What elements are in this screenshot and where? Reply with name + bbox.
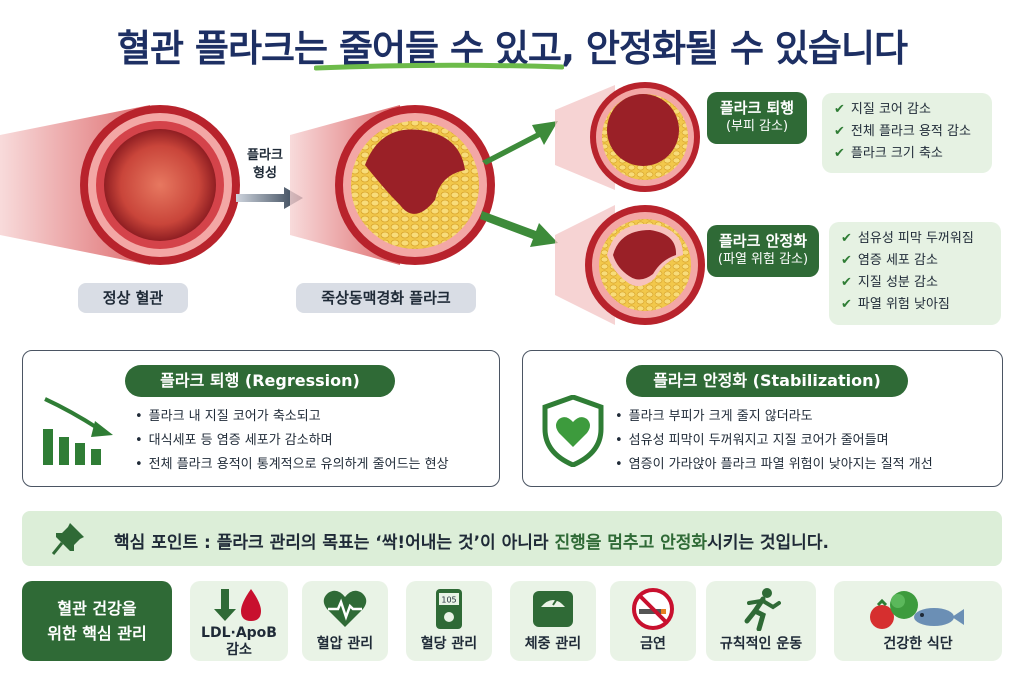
bullet-item: 대식세포 등 염증 세포가 감소하며 bbox=[135, 429, 449, 453]
running-person-icon bbox=[744, 588, 781, 631]
regression-bullets: 플라크 내 지질 코어가 축소되고 대식세포 등 염증 세포가 감소하며 전체 … bbox=[135, 405, 449, 477]
check-icon: ✔ bbox=[841, 275, 852, 290]
plaque-formation-line1: 플라크 bbox=[247, 148, 283, 163]
page-title: 혈관 플라크는 줄어들 수 있고, 안정화될 수 있습니다 bbox=[0, 18, 1024, 72]
plaque-vessel-illustration bbox=[290, 105, 495, 265]
heart-pulse-icon bbox=[323, 590, 367, 627]
care-label: 금연 bbox=[640, 636, 666, 652]
formation-arrow-icon bbox=[236, 187, 303, 209]
check-item: ✔ 전체 플라크 용적 감소 bbox=[834, 121, 980, 143]
check-item: ✔ 지질 성분 감소 bbox=[841, 272, 989, 294]
normal-vessel-illustration bbox=[0, 105, 240, 265]
care-card-exercise: 규칙적인 운동 bbox=[706, 581, 816, 661]
arrow-to-regression-icon bbox=[482, 121, 558, 165]
care-label: 체중 관리 bbox=[524, 636, 582, 652]
regression-result-title: 플라크 퇴행 bbox=[719, 99, 795, 117]
stabilized-vessel-illustration bbox=[555, 205, 705, 325]
check-icon: ✔ bbox=[841, 253, 852, 268]
check-icon: ✔ bbox=[834, 102, 845, 117]
care-label: 혈압 관리 bbox=[316, 636, 374, 652]
care-label: 혈당 관리 bbox=[420, 636, 478, 652]
stabilization-panel-title: 플라크 안정화 (Stabilization) bbox=[626, 365, 908, 397]
care-section-title: 혈관 건강을 위한 핵심 관리 bbox=[22, 581, 172, 661]
key-point-highlight-2: 안정화 bbox=[660, 533, 708, 553]
check-text: 지질 코어 감소 bbox=[850, 102, 931, 117]
check-item: ✔ 지질 코어 감소 bbox=[834, 99, 980, 121]
regressed-vessel-illustration bbox=[555, 82, 700, 192]
care-label: LDL·ApoB 감소 bbox=[190, 625, 288, 659]
care-label-line2: 감소 bbox=[226, 642, 252, 658]
plaque-formation-label: 플라크 형성 bbox=[240, 147, 290, 183]
check-text: 지질 성분 감소 bbox=[857, 275, 938, 290]
scale-icon bbox=[533, 591, 573, 627]
check-icon: ✔ bbox=[841, 297, 852, 312]
plaque-vessel-label: 죽상동맥경화 플라크 bbox=[296, 283, 476, 313]
regression-result-sub: (부피 감소) bbox=[725, 119, 789, 134]
stabilization-panel: 플라크 안정화 (Stabilization) 플라크 부피가 크게 줄지 않더… bbox=[522, 350, 1003, 487]
declining-chart-icon bbox=[43, 397, 113, 465]
care-card-diet: 건강한 식단 bbox=[834, 581, 1002, 661]
regression-result-pill: 플라크 퇴행 (부피 감소) bbox=[707, 92, 807, 144]
key-point-banner: 핵심 포인트 : 플라크 관리의 목표는 ‘싹!어내는 것’이 아니라 진행을 … bbox=[22, 511, 1002, 566]
care-title-line1: 혈관 건강을 bbox=[57, 599, 137, 618]
regression-panel: 플라크 퇴행 (Regression) 플라크 내 지질 코어가 축소되고 대식… bbox=[22, 350, 500, 487]
title-part2: , 안정화될 수 있습니다 bbox=[560, 27, 908, 70]
care-title-line2: 위한 핵심 관리 bbox=[47, 624, 147, 643]
bullet-item: 염증이 가라앉아 플라크 파열 위험이 낮아지는 질적 개선 bbox=[615, 453, 933, 477]
arrow-to-stabilization-icon bbox=[480, 211, 558, 247]
check-item: ✔ 염증 세포 감소 bbox=[841, 250, 989, 272]
normal-vessel-label: 정상 혈관 bbox=[78, 283, 188, 313]
stabilization-result-pill: 플라크 안정화 (파열 위험 감소) bbox=[707, 225, 819, 277]
check-text: 전체 플라크 용적 감소 bbox=[850, 124, 971, 139]
down-arrow-blood-drop-icon bbox=[214, 589, 261, 621]
check-text: 염증 세포 감소 bbox=[857, 253, 938, 268]
care-card-no-smoking: 금연 bbox=[610, 581, 696, 661]
check-icon: ✔ bbox=[841, 231, 852, 246]
stabilization-result-title: 플라크 안정화 bbox=[718, 232, 808, 250]
stabilization-bullets: 플라크 부피가 크게 줄지 않더라도 섬유성 피막이 두꺼워지고 지질 코어가 … bbox=[615, 405, 933, 477]
care-card-weight: 체중 관리 bbox=[510, 581, 596, 661]
key-point-prefix: 핵심 포인트 : 플라크 관리의 목표는 ‘싹!어내는 것’이 아니라 bbox=[114, 533, 555, 553]
care-card-ldl: LDL·ApoB 감소 bbox=[190, 581, 288, 661]
pushpin-icon bbox=[52, 523, 84, 555]
key-point-text: 핵심 포인트 : 플라크 관리의 목표는 ‘싹!어내는 것’이 아니라 진행을 … bbox=[114, 528, 829, 553]
title-underline bbox=[314, 62, 564, 71]
check-text: 파열 위험 낮아짐 bbox=[857, 297, 950, 312]
shield-heart-icon bbox=[542, 395, 604, 467]
care-label: 규칙적인 운동 bbox=[719, 636, 803, 652]
bullet-item: 섬유성 피막이 두꺼워지고 지질 코어가 줄어들며 bbox=[615, 429, 933, 453]
stabilization-checklist: ✔ 섬유성 피막 두꺼워짐 ✔ 염증 세포 감소 ✔ 지질 성분 감소 ✔ 파열 위험 … bbox=[829, 222, 1001, 325]
care-label-line1: LDL·ApoB bbox=[201, 625, 277, 641]
check-text: 섬유성 피막 두꺼워짐 bbox=[857, 231, 974, 246]
vegetables-fish-icon bbox=[870, 591, 964, 629]
check-icon: ✔ bbox=[834, 124, 845, 139]
glucose-meter-icon: 105 bbox=[436, 589, 462, 629]
check-icon: ✔ bbox=[834, 146, 845, 161]
plaque-formation-line2: 형성 bbox=[253, 166, 277, 181]
regression-checklist: ✔ 지질 코어 감소 ✔ 전체 플라크 용적 감소 ✔ 플라크 크기 축소 bbox=[822, 93, 992, 173]
glucose-reading: 105 bbox=[441, 596, 456, 605]
regression-panel-title: 플라크 퇴행 (Regression) bbox=[125, 365, 395, 397]
bullet-item: 전체 플라크 용적이 통계적으로 유의하게 줄어드는 현상 bbox=[135, 453, 449, 477]
bullet-item: 플라크 부피가 크게 줄지 않더라도 bbox=[615, 405, 933, 429]
key-point-suffix: 시키는 것입니다. bbox=[707, 533, 829, 553]
check-item: ✔ 파열 위험 낮아짐 bbox=[841, 294, 989, 316]
stabilization-result-sub: (파열 위험 감소) bbox=[717, 252, 809, 267]
key-point-highlight-1: 진행을 멈추고 bbox=[554, 533, 655, 553]
check-text: 플라크 크기 축소 bbox=[850, 146, 943, 161]
care-card-blood-sugar: 105 혈당 관리 bbox=[406, 581, 492, 661]
care-label: 건강한 식단 bbox=[883, 636, 953, 652]
bullet-item: 플라크 내 지질 코어가 축소되고 bbox=[135, 405, 449, 429]
title-part1: 혈관 플라크는 bbox=[116, 27, 339, 70]
no-smoking-icon bbox=[632, 588, 674, 630]
check-item: ✔ 플라크 크기 축소 bbox=[834, 143, 980, 165]
care-card-blood-pressure: 혈압 관리 bbox=[302, 581, 388, 661]
check-item: ✔ 섬유성 피막 두꺼워짐 bbox=[841, 228, 989, 250]
